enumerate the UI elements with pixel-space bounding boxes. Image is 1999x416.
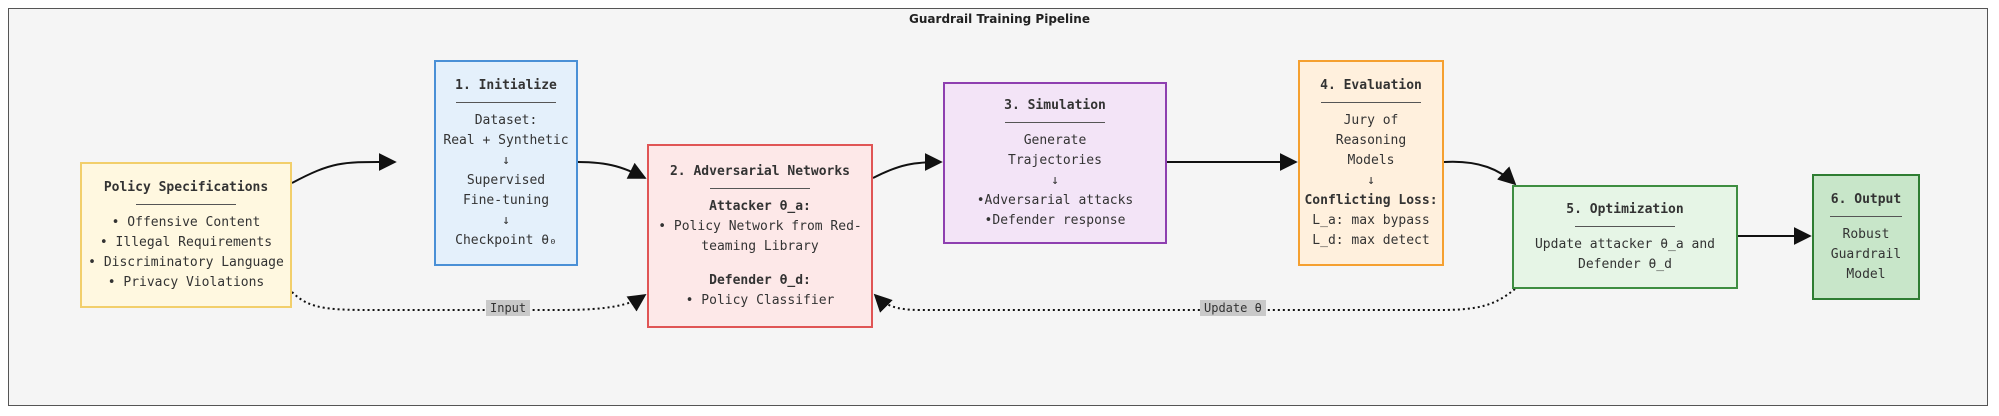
node-line: Defender θ_d [1578,256,1672,272]
node-line: Update attacker θ_a and [1534,236,1715,252]
edge-label-input: Input [486,300,531,316]
node-title: 4. Evaluation [1320,77,1422,93]
node-adversarial-networks: 2. Adversarial Networks Attacker θ_a: • … [647,144,873,328]
divider [456,101,556,103]
node-line: Real + Synthetic [443,132,569,148]
edge-init-to-adv [577,161,647,179]
node-line: Guardrail [1830,246,1902,262]
edge-policy-to-adv-input [291,291,647,312]
node-line: L_d: max detect [1312,232,1430,248]
node-output: 6. Output Robust Guardrail Model [1812,174,1920,300]
divider [136,203,236,205]
node-simulation: 3. Simulation Generate Trajectories ↓ •A… [943,82,1167,244]
node-line: Dataset: [474,112,538,128]
down-arrow-icon: ↓ [1367,172,1375,188]
node-line: • Policy Network from Red- [658,218,862,234]
divider [710,187,810,189]
node-title: 5. Optimization [1566,201,1684,217]
node-line: •Adversarial attacks [976,192,1134,208]
divider [1005,121,1105,123]
node-initialize: 1. Initialize Dataset: Real + Synthetic … [434,60,578,266]
down-arrow-icon: ↓ [1051,172,1059,188]
attacker-label: Attacker θ_a: [709,198,811,214]
node-line: Model [1846,266,1886,282]
node-title: 6. Output [1830,191,1902,207]
down-arrow-icon: ↓ [502,152,510,168]
node-policy-specifications: Policy Specifications • Offensive Conten… [80,162,292,308]
divider [1321,101,1421,103]
node-evaluation: 4. Evaluation Jury of Reasoning Models ↓… [1298,60,1444,266]
edge-adv-to-sim [872,153,943,179]
policy-item: • Discriminatory Language [88,254,284,270]
node-line: L_a: max bypass [1312,212,1430,228]
down-arrow-icon: ↓ [502,212,510,228]
defender-label: Defender θ_d: [709,272,811,288]
node-line: Trajectories [1008,152,1102,168]
node-line: Reasoning [1335,132,1407,148]
node-line: teaming Library [701,238,819,254]
policy-item: • Offensive Content [111,214,261,230]
node-line: Supervised [466,172,546,188]
node-line: Models [1347,152,1395,168]
node-line: Jury of [1343,112,1399,128]
node-line: Fine-tuning [462,192,550,208]
diagram-title: Guardrail Training Pipeline [909,12,1090,26]
edge-policy-to-init [291,152,397,184]
node-line: •Defender response [984,212,1126,228]
node-line: • Policy Classifier [685,292,835,308]
node-title: 2. Adversarial Networks [669,163,850,179]
policy-item: • Illegal Requirements [99,234,273,250]
node-title: Policy Specifications [103,179,269,195]
node-line: Robust [1842,226,1890,242]
node-title: 3. Simulation [1004,97,1106,113]
edge-eval-to-opt [1443,160,1517,186]
divider [1830,215,1902,217]
edge-label-update: Update θ [1200,300,1266,316]
policy-item: • Privacy Violations [107,274,265,290]
divider [1575,225,1675,227]
node-optimization: 5. Optimization Update attacker θ_a and … [1512,185,1738,289]
node-line: Checkpoint θ₀ [455,232,557,248]
node-title: 1. Initialize [455,77,557,93]
loss-label: Conflicting Loss: [1304,192,1438,208]
node-line: Generate [1023,132,1087,148]
edge-opt-to-adv-update [873,288,1516,313]
